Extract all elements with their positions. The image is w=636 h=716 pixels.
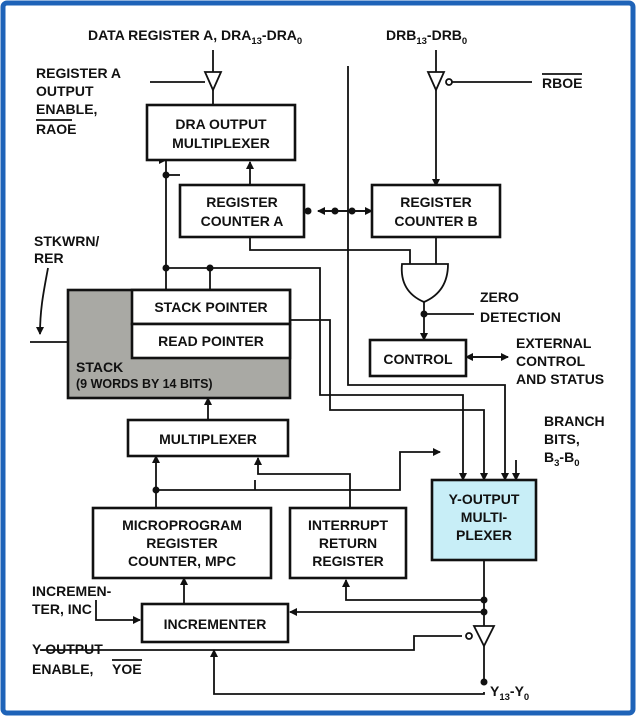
stack-pointer-label: STACK POINTER bbox=[154, 299, 267, 315]
stack-title-label: STACK bbox=[76, 359, 123, 375]
control-block: CONTROL bbox=[368, 338, 468, 378]
register-counter-a-label-1: REGISTER bbox=[206, 194, 278, 210]
wires bbox=[30, 50, 532, 695]
external-control-label-2: CONTROL bbox=[516, 353, 586, 369]
dra-bus-label: DATA REGISTER A, DRA13-DRA0 bbox=[88, 27, 302, 47]
irr-label-1: INTERRUPT bbox=[308, 517, 389, 533]
raoe-label-2: OUTPUT bbox=[36, 83, 94, 99]
branch-bits-label-2: BITS, bbox=[544, 431, 580, 447]
raoe-buffer-icon bbox=[203, 71, 223, 93]
drb-bus-label: DRB13-DRB0 bbox=[386, 27, 467, 47]
zero-detection-label-2: DETECTION bbox=[480, 309, 561, 325]
ymux-label-3: PLEXER bbox=[456, 527, 512, 543]
irr-label-3: REGISTER bbox=[312, 553, 384, 569]
yoe-label-1: Y-OUTPUT bbox=[32, 641, 103, 657]
register-counter-a-block: REGISTER COUNTER A bbox=[178, 183, 306, 239]
stack-description-label: (9 WORDS BY 14 BITS) bbox=[76, 377, 213, 391]
external-control-label-1: EXTERNAL bbox=[516, 335, 592, 351]
yoe-label-2: ENABLE, bbox=[32, 661, 93, 677]
mpc-label-2: REGISTER bbox=[146, 535, 218, 551]
multiplexer-label: MULTIPLEXER bbox=[159, 431, 257, 447]
stkwrn-label-1: STKWRN/ bbox=[34, 233, 99, 249]
or-gate-icon bbox=[400, 263, 449, 303]
register-counter-b-label-1: REGISTER bbox=[400, 194, 472, 210]
dra-output-multiplexer-block: DRA OUTPUT MULTIPLEXER bbox=[145, 103, 297, 162]
ymux-label-1: Y-OUTPUT bbox=[449, 491, 520, 507]
stkwrn-label-2: RER bbox=[34, 250, 64, 266]
incrementer-block: INCREMENTER bbox=[140, 602, 290, 644]
mpc-label-1: MICROPROGRAM bbox=[122, 517, 242, 533]
external-control-label-3: AND STATUS bbox=[516, 371, 604, 387]
irr-label-2: RETURN bbox=[319, 535, 377, 551]
yoe-label-3: YOE bbox=[112, 661, 142, 677]
zero-detection-label-1: ZERO bbox=[480, 289, 519, 305]
rboe-buffer-icon bbox=[426, 71, 453, 93]
dra-output-multiplexer-label-1: DRA OUTPUT bbox=[175, 116, 267, 132]
register-counter-b-label-2: COUNTER B bbox=[394, 213, 477, 229]
register-counter-a-label-2: COUNTER A bbox=[201, 213, 284, 229]
mpc-label-3: COUNTER, MPC bbox=[128, 553, 236, 569]
yoe-buffer-icon bbox=[465, 625, 496, 649]
junction-dots bbox=[152, 171, 488, 686]
raoe-label-3: ENABLE, bbox=[36, 101, 97, 117]
rboe-label: RBOE bbox=[542, 75, 582, 91]
control-label: CONTROL bbox=[383, 351, 453, 367]
raoe-label-1: REGISTER A bbox=[36, 65, 121, 81]
branch-bits-label-3: B3-B0 bbox=[544, 449, 580, 469]
ymux-label-2: MULTI- bbox=[461, 509, 508, 525]
incrementer-input-label-1: INCREMEN- bbox=[32, 583, 112, 599]
external-labels: DATA REGISTER A, DRA13-DRA0 DRB13-DRB0 R… bbox=[32, 27, 605, 703]
read-pointer-label: READ POINTER bbox=[158, 333, 264, 349]
y-output-label: Y13-Y0 bbox=[490, 683, 529, 703]
interrupt-return-register-block: INTERRUPT RETURN REGISTER bbox=[288, 506, 408, 580]
incrementer-label: INCREMENTER bbox=[164, 616, 267, 632]
dra-output-multiplexer-label-2: MULTIPLEXER bbox=[172, 135, 270, 151]
register-counter-b-block: REGISTER COUNTER B bbox=[370, 183, 502, 239]
branch-bits-label-1: BRANCH bbox=[544, 413, 605, 429]
raoe-label-4: RAOE bbox=[36, 121, 76, 137]
incrementer-input-label-2: TER, INC bbox=[32, 601, 92, 617]
microprogram-register-counter-block: MICROPROGRAM REGISTER COUNTER, MPC bbox=[91, 506, 273, 580]
y-output-multiplexer-block: Y-OUTPUT MULTI- PLEXER bbox=[430, 478, 538, 562]
multiplexer-block: MULTIPLEXER bbox=[126, 418, 290, 458]
stack-block: STACK POINTER READ POINTER STACK (9 WORD… bbox=[66, 288, 292, 400]
